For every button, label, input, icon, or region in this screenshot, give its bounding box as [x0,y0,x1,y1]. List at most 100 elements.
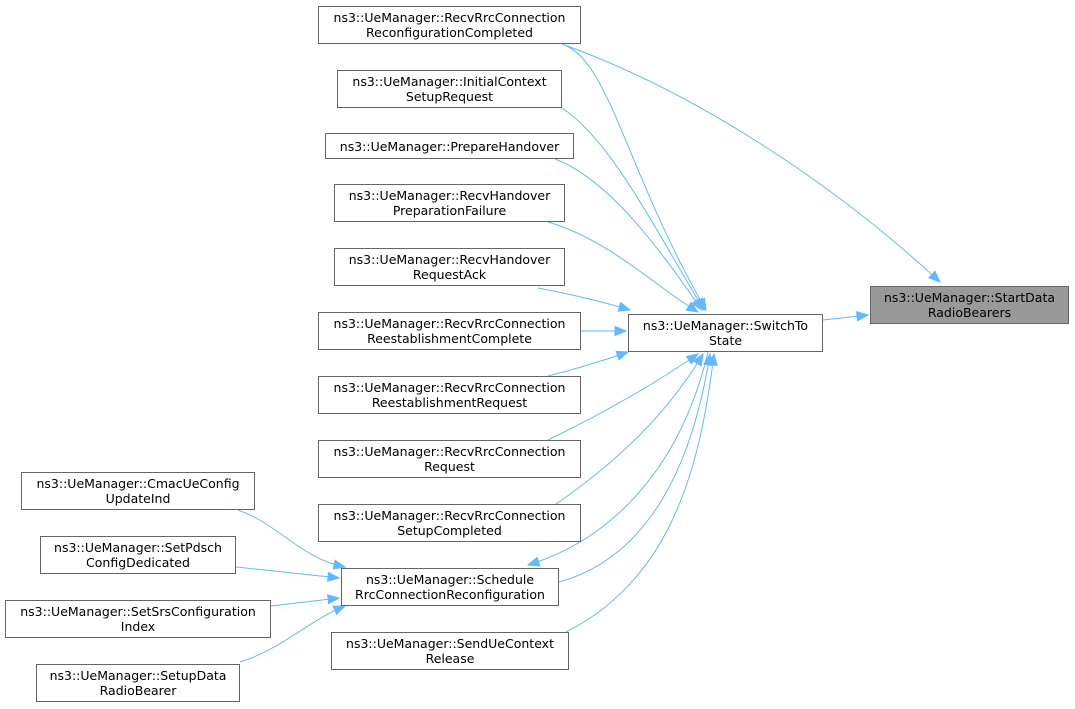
edge-line [527,351,709,566]
edge-switch-to-state-to-schedule-rrc-conn-reconf [526,351,709,567]
node-label-line1: ns3::UeManager::StartData [883,290,1056,305]
node-label-line1: ns3::UeManager::SetPdsch [54,540,222,555]
node-send-ue-context-release[interactable]: ns3::UeManager::SendUeContext Release [331,632,569,670]
node-label-line2: ReestablishmentComplete [367,331,532,346]
edge-arrowhead [692,352,704,367]
edge-line [561,107,705,311]
edge-line [547,221,699,313]
node-set-pdsch-config-dedicated[interactable]: ns3::UeManager::SetPdsch ConfigDedicated [40,536,236,574]
node-recv-rrc-connection-request[interactable]: ns3::UeManager::RecvRrcConnection Reques… [318,440,581,478]
node-label-line2: SetupCompleted [397,523,502,538]
node-label-line2: SetupRequest [405,89,494,104]
node-label-line2: RadioBearers [927,305,1012,320]
node-label-line1: ns3::UeManager::SetupData [49,668,227,683]
edge-arrowhead [855,311,870,322]
edge-arrowhead [526,556,541,567]
edge-line [561,43,941,283]
node-label-line1: ns3::UeManager::SetSrsConfiguration [20,604,256,619]
edge-line [537,287,631,311]
edge-line [547,353,699,441]
node-label-line2: RequestAck [412,267,487,282]
node-label-line1: ns3::UeManager::PrepareHandover [339,138,560,154]
edge-line [561,43,707,311]
edge-line [235,566,340,579]
edge-arrowhead [615,350,630,361]
node-label-line2: RadioBearer [99,683,177,698]
edge-line [565,353,715,633]
edge-arrowhead [707,352,718,367]
node-prepare-handover[interactable]: ns3::UeManager::PrepareHandover [325,133,574,159]
node-label-line1: ns3::UeManager::SendUeContext [346,636,554,651]
node-label-line2: ReestablishmentRequest [371,395,528,410]
node-recv-rrc-connection-setup-completed[interactable]: ns3::UeManager::RecvRrcConnection SetupC… [318,504,581,542]
node-label-line2: RrcConnectionReconfiguration [355,587,545,602]
node-recv-handover-request-ack[interactable]: ns3::UeManager::RecvHandover RequestAck [334,248,565,286]
node-label-line1: ns3::UeManager::RecvRrcConnection [333,10,566,25]
node-label-line1: ns3::UeManager::RecvRrcConnection [333,316,566,331]
edge-recv-rrc-conn-reest-request-to-switch-to-state [547,350,630,377]
node-label-line1: ns3::UeManager::RecvHandover [348,252,551,267]
edge-initial-context-setup-request-to-switch-to-state [561,107,705,312]
edge-recv-rrc-conn-reest-complete-to-switch-to-state [581,325,628,337]
edge-arrowhead [332,605,347,616]
node-cmac-ue-config-update-ind[interactable]: ns3::UeManager::CmacUeConfig UpdateInd [21,472,255,510]
edge-line [558,353,711,583]
edge-arrowhead [927,270,941,283]
node-label-line1: ns3::UeManager::Schedule [365,572,535,587]
node-initial-context-setup-request[interactable]: ns3::UeManager::InitialContext SetupRequ… [337,70,562,108]
edge-arrowhead [685,301,700,313]
edge-recv-handover-request-ack-to-switch-to-state [537,287,632,312]
edge-switch-to-state-to-start-data-radio-bearers [822,311,870,322]
node-recv-rrc-connection-reconfiguration-completed[interactable]: ns3::UeManager::RecvRrcConnection Reconf… [318,6,581,44]
node-label-line2: PreparationFailure [392,203,507,218]
edge-line [547,351,629,377]
node-label-line2: Release [425,651,475,666]
edge-arrowhead [326,594,341,605]
edge-line [239,605,346,663]
edge-set-srs-configuration-index-to-schedule-rrc-conn-reconf [270,594,341,607]
node-switch-to-state[interactable]: ns3::UeManager::SwitchTo State [628,314,823,352]
node-label-line1: ns3::UeManager::InitialContext [352,74,547,89]
edge-recv-rrc-conn-reconf-completed-to-start-data-radio-bearers [561,43,941,283]
edge-arrowhead [614,325,628,337]
node-set-srs-configuration-index[interactable]: ns3::UeManager::SetSrsConfiguration Inde… [5,600,271,638]
edge-schedule-rrc-conn-reconf-to-switch-to-state [558,352,714,583]
node-label-line2: ConfigDedicated [86,555,190,570]
node-label-line1: ns3::UeManager::RecvRrcConnection [333,380,566,395]
node-label-line1: ns3::UeManager::RecvRrcConnection [333,444,566,459]
edge-recv-rrc-conn-reconf-completed-to-switch-to-state [561,43,707,312]
node-label-line1: ns3::UeManager::CmacUeConfig [36,476,240,491]
edge-line [237,509,346,568]
edge-cmac-ue-config-update-ind-to-schedule-rrc-conn-reconf [237,509,347,570]
edge-recv-rrc-conn-request-to-switch-to-state [547,353,700,441]
edge-send-ue-context-release-to-switch-to-state [565,352,718,633]
edge-recv-rrc-conn-setup-completed-to-switch-to-state [555,352,704,505]
node-label-line2: Index [120,619,156,634]
node-recv-rrc-connection-reestablishment-complete[interactable]: ns3::UeManager::RecvRrcConnection Reesta… [318,312,581,350]
edge-set-pdsch-config-dedicated-to-schedule-rrc-conn-reconf [235,566,341,582]
node-label-line1: ns3::UeManager::SwitchTo [642,318,809,333]
edge-arrowhead [617,301,632,312]
node-label-line2: Request [424,459,475,474]
node-setup-data-radio-bearer[interactable]: ns3::UeManager::SetupData RadioBearer [36,664,240,702]
edge-setup-data-radio-bearer-to-schedule-rrc-conn-reconf [239,605,347,663]
node-label-line2: State [708,333,743,348]
node-recv-rrc-connection-reestablishment-request[interactable]: ns3::UeManager::RecvRrcConnection Reesta… [318,376,581,414]
edge-line [554,158,703,311]
edge-line [555,353,704,505]
node-label-line1: ns3::UeManager::RecvRrcConnection [333,508,566,523]
node-label-line1: ns3::UeManager::RecvHandover [348,188,551,203]
edge-arrowhead [685,353,700,365]
node-start-data-radio-bearers: ns3::UeManager::StartData RadioBearers [870,286,1069,324]
node-schedule-rrc-connection-reconfiguration[interactable]: ns3::UeManager::Schedule RrcConnectionRe… [341,568,559,606]
edge-arrowhead [691,297,703,312]
edge-arrowhead [332,559,347,570]
node-recv-handover-preparation-failure[interactable]: ns3::UeManager::RecvHandover Preparation… [334,184,565,222]
node-label-line2: UpdateInd [105,491,171,506]
edge-prepare-handover-to-switch-to-state [554,158,703,312]
edge-recv-handover-prep-failure-to-switch-to-state [547,221,700,313]
node-label-line2: ReconfigurationCompleted [366,25,533,40]
edge-arrowhead [327,571,341,582]
